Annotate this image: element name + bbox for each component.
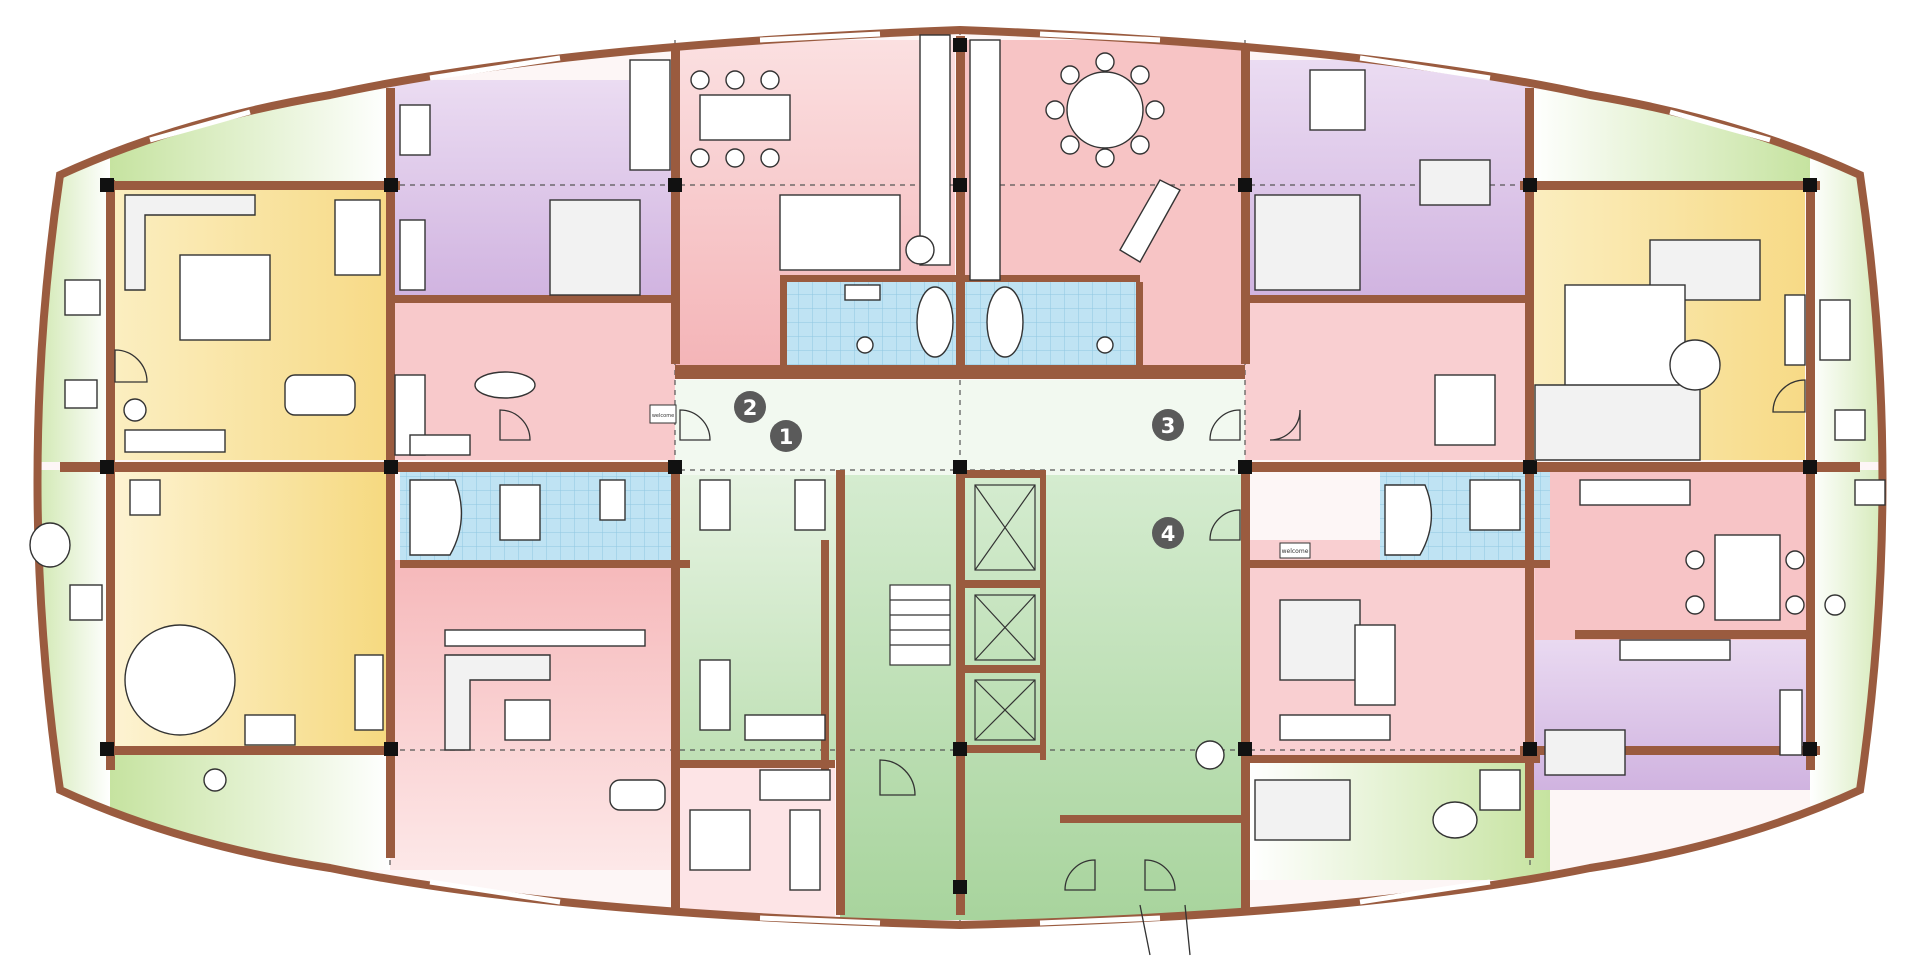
columns: [100, 38, 1817, 894]
marker-4-label: 4: [1161, 522, 1176, 546]
marker-4: 4: [1152, 517, 1184, 549]
marker-2-label: 2: [743, 396, 758, 420]
interior-walls: [60, 36, 1860, 915]
marker-1-label: 1: [779, 425, 794, 449]
welcome-mat-right: welcome: [1279, 542, 1311, 559]
balcony-right-bottom: [1810, 470, 1883, 870]
marker-2: 2: [734, 391, 766, 423]
marker-3: 3: [1152, 409, 1184, 441]
staircase: [889, 584, 951, 666]
entry-hall: [675, 380, 1245, 475]
welcome-mat-right-label: welcome: [1282, 548, 1309, 555]
welcome-mat-left: welcome: [649, 404, 677, 424]
windows: [21, 31, 1899, 926]
welcome-mat-left-label: welcome: [652, 413, 674, 419]
furniture: [29, 34, 1886, 891]
doors: [114, 349, 1806, 956]
marker-1: 1: [770, 420, 802, 452]
marker-3-label: 3: [1161, 414, 1176, 438]
elevators: [974, 484, 1036, 741]
